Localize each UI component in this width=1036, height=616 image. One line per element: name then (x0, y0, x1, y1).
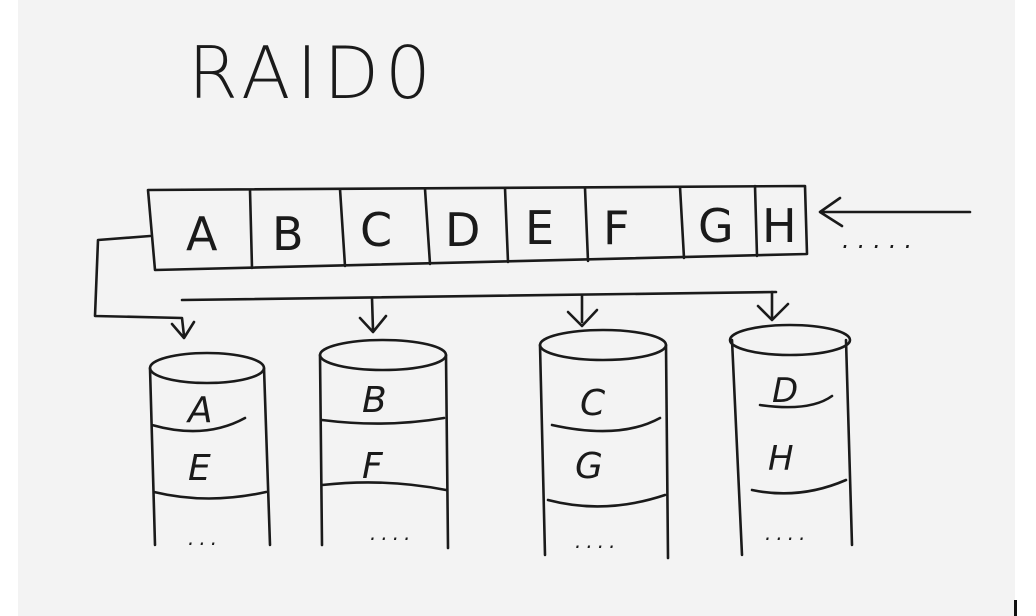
disk-more: ... (188, 526, 222, 550)
whiteboard (18, 0, 1015, 616)
title: RAID0 (188, 31, 437, 115)
stripe-block: A (186, 207, 218, 261)
stripe-dividers (248, 184, 759, 270)
disk-block: H (768, 439, 794, 479)
stripe-block: E (525, 201, 554, 255)
stripe-continuation: ..... (842, 226, 920, 254)
disk-4: D H .... (728, 323, 854, 557)
incoming-arrow (818, 196, 972, 228)
disk-block: G (575, 446, 603, 487)
disk-block: E (188, 448, 211, 489)
arrow-to-disk-3 (566, 293, 599, 328)
stripe-block: C (360, 203, 392, 257)
arrow-to-disk-4 (756, 290, 790, 322)
stripe-block: H (762, 199, 797, 253)
disk-more: .... (575, 529, 620, 553)
stripe-block: B (272, 207, 304, 261)
arrow-to-disk-1 (93, 234, 196, 340)
distribution-line (180, 290, 778, 302)
arrow-to-disk-2 (358, 296, 388, 334)
data-stripe: A B C D E F G H ..... (146, 184, 972, 272)
text-cursor (1014, 600, 1017, 616)
disk-more: .... (370, 521, 415, 545)
distribution-arrows (93, 234, 790, 340)
disk-block: A (186, 390, 213, 431)
disk-block: B (362, 380, 387, 421)
disk-2: B F .... (318, 338, 450, 550)
disk-block: F (362, 446, 384, 487)
stripe-block: D (445, 203, 480, 257)
disk-more: .... (765, 521, 810, 545)
disk-1: A E ... (148, 351, 272, 550)
stripe-block: F (603, 201, 629, 255)
disk-block: C (580, 383, 606, 424)
stripe-block: G (698, 199, 734, 253)
disk-block: D (772, 371, 798, 411)
disk-3: C G .... (538, 328, 670, 560)
